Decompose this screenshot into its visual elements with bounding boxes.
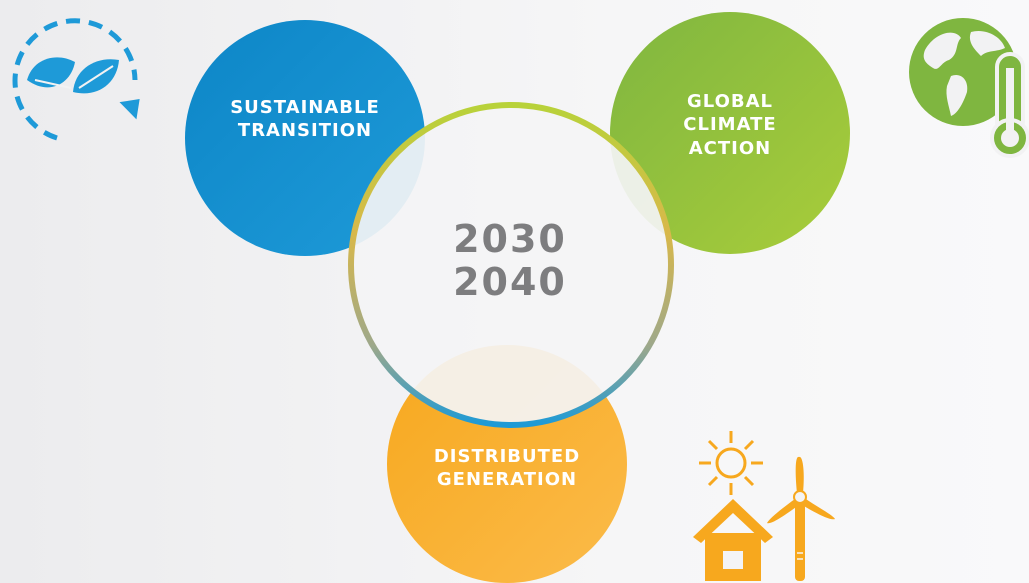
label-line: CLIMATE (683, 114, 777, 136)
label-line: DISTRIBUTED (433, 446, 581, 467)
year-2040: 2040 (453, 259, 567, 304)
label-line: ACTION (688, 137, 772, 159)
year-2030: 2030 (453, 217, 567, 261)
sustainable-transition-label: SUSTAINABLE TRANSITION (230, 96, 380, 143)
label-line: SUSTAINABLE (230, 97, 380, 118)
global-climate-action-circle: GLOBAL CLIMATE ACTION (610, 12, 850, 254)
house-solar-wind-icon (693, 431, 835, 581)
center-years: 2030 2040 (420, 218, 600, 303)
global-climate-action-label: GLOBAL CLIMATE ACTION (683, 90, 776, 160)
label-line: TRANSITION (237, 120, 373, 142)
distributed-generation-label: DISTRIBUTED GENERATION (434, 445, 580, 492)
label-line: GENERATION (436, 469, 578, 491)
globe-thermometer-icon (909, 18, 1029, 158)
distributed-generation-circle: DISTRIBUTED GENERATION (387, 345, 627, 583)
leaf-cycle-icon (12, 18, 140, 141)
label-line: GLOBAL (686, 91, 774, 112)
sustainable-transition-circle: SUSTAINABLE TRANSITION (185, 20, 425, 256)
